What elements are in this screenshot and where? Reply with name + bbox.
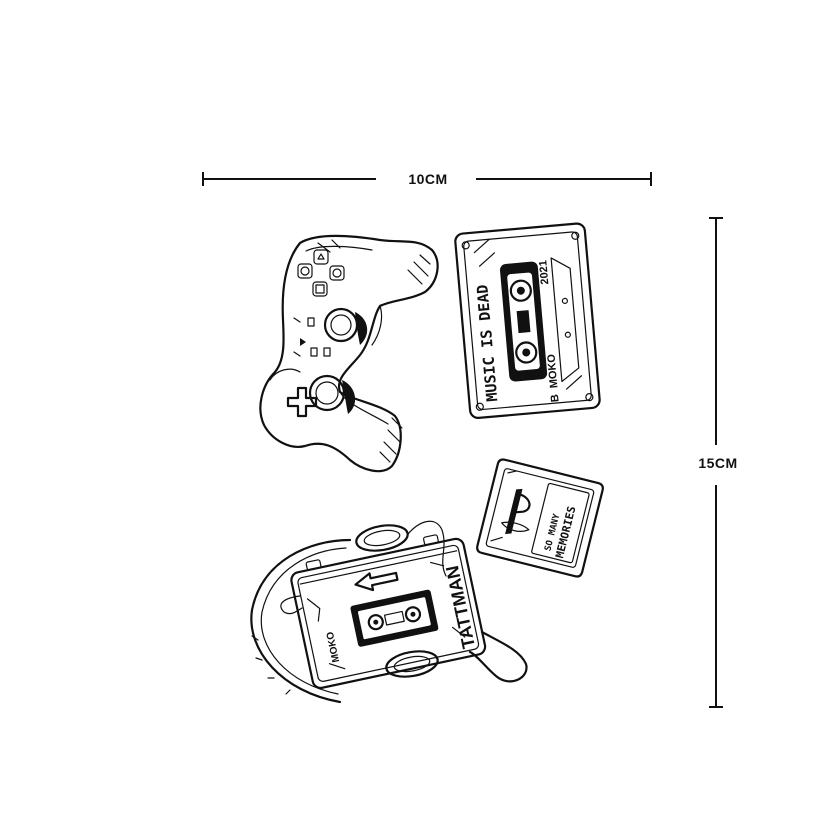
cassette-side: B	[549, 394, 562, 403]
cassette-tape-icon: MUSIC IS DEAD 2021 MOKO B	[454, 222, 601, 419]
height-ruler	[709, 217, 723, 708]
headphones-icon	[250, 520, 528, 704]
width-dimension-label: 10CM	[408, 171, 448, 187]
height-dimension-label: 15CM	[698, 455, 738, 471]
game-controller-icon	[259, 234, 439, 473]
walkman-model: TATTMAN	[442, 564, 479, 651]
walkman-brand: MOKO	[325, 630, 342, 663]
width-ruler	[202, 172, 652, 186]
cassette-brand: MOKO	[545, 353, 560, 389]
memory-card-icon: SO MANY MEMORIES	[476, 458, 604, 578]
playstation-logo-icon	[501, 488, 531, 535]
cassette-slogan: MUSIC IS DEAD	[473, 284, 501, 403]
cassette-year: 2021	[537, 260, 551, 285]
